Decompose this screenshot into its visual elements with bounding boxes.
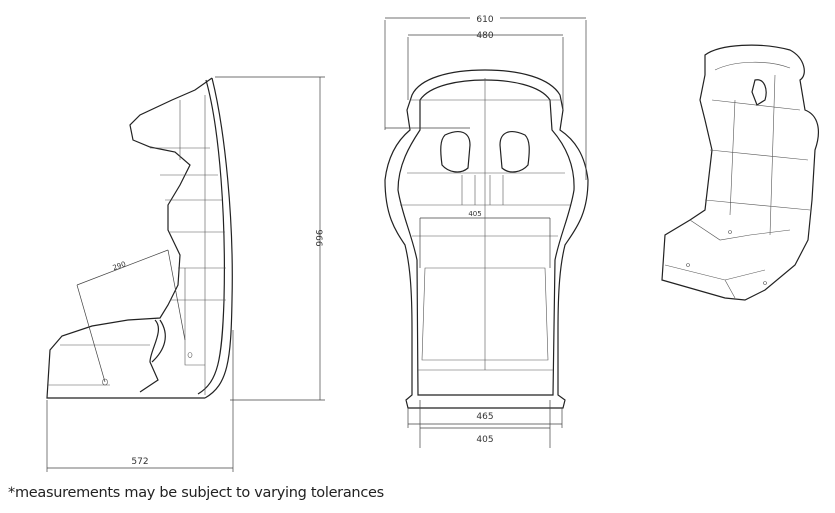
front-base-inner-label: 405 xyxy=(476,435,493,445)
side-height-label: 966 xyxy=(313,229,323,246)
side-thigh-label: 290 xyxy=(112,260,127,272)
front-inner-width-label: 405 xyxy=(468,210,481,218)
front-shoulder-width-label: 480 xyxy=(476,31,493,41)
front-view: 610 480 405 465 405 xyxy=(384,15,589,448)
side-view: 966 572 290 xyxy=(46,76,325,472)
perspective-view xyxy=(661,44,819,301)
side-depth-label: 572 xyxy=(131,457,148,467)
front-base-outer-label: 465 xyxy=(476,412,493,422)
tolerance-note: *measurements may be subject to varying … xyxy=(8,485,384,501)
front-outer-width-label: 610 xyxy=(476,15,493,25)
